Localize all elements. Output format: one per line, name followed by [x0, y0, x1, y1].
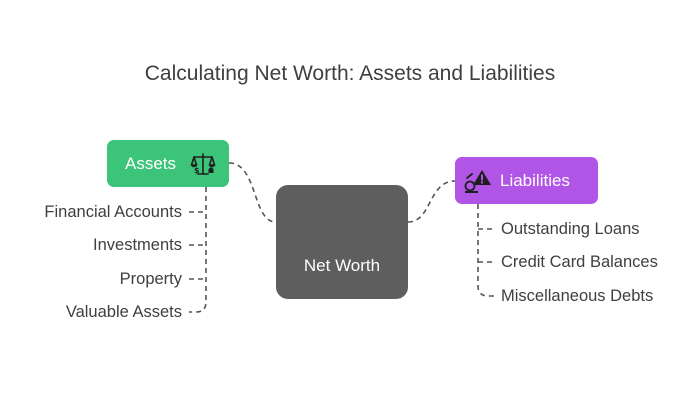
- assets-item-property: Property: [119, 270, 182, 288]
- assets-item-valuable-assets: Valuable Assets: [65, 303, 182, 321]
- connector-assets-spine: [189, 187, 207, 313]
- connector-liabilities-spine: [477, 204, 495, 297]
- warning-icon: [464, 168, 492, 194]
- assets-item-investments: Investments: [93, 236, 182, 254]
- assets-item-financial-accounts: Financial Accounts: [44, 203, 182, 221]
- connector-liabilities-center: [407, 180, 456, 223]
- scales-icon: $: [190, 151, 216, 177]
- liabilities-item-miscellaneous-debts: Miscellaneous Debts: [501, 287, 654, 305]
- assets-node: Assets $: [107, 140, 229, 187]
- liabilities-node: Liabilities: [455, 157, 598, 204]
- net-worth-label: Net Worth: [303, 256, 381, 275]
- liabilities-label: Liabilities: [500, 170, 570, 190]
- liabilities-item-credit-card-balances: Credit Card Balances: [501, 253, 658, 271]
- net-worth-node: Net Worth: [276, 185, 408, 299]
- svg-text:$: $: [194, 166, 200, 175]
- diagram-title: Calculating Net Worth: Assets and Liabil…: [144, 62, 556, 85]
- connector-assets-center: [228, 162, 277, 223]
- assets-label: Assets: [125, 153, 177, 173]
- liabilities-item-outstanding-loans: Outstanding Loans: [501, 220, 640, 238]
